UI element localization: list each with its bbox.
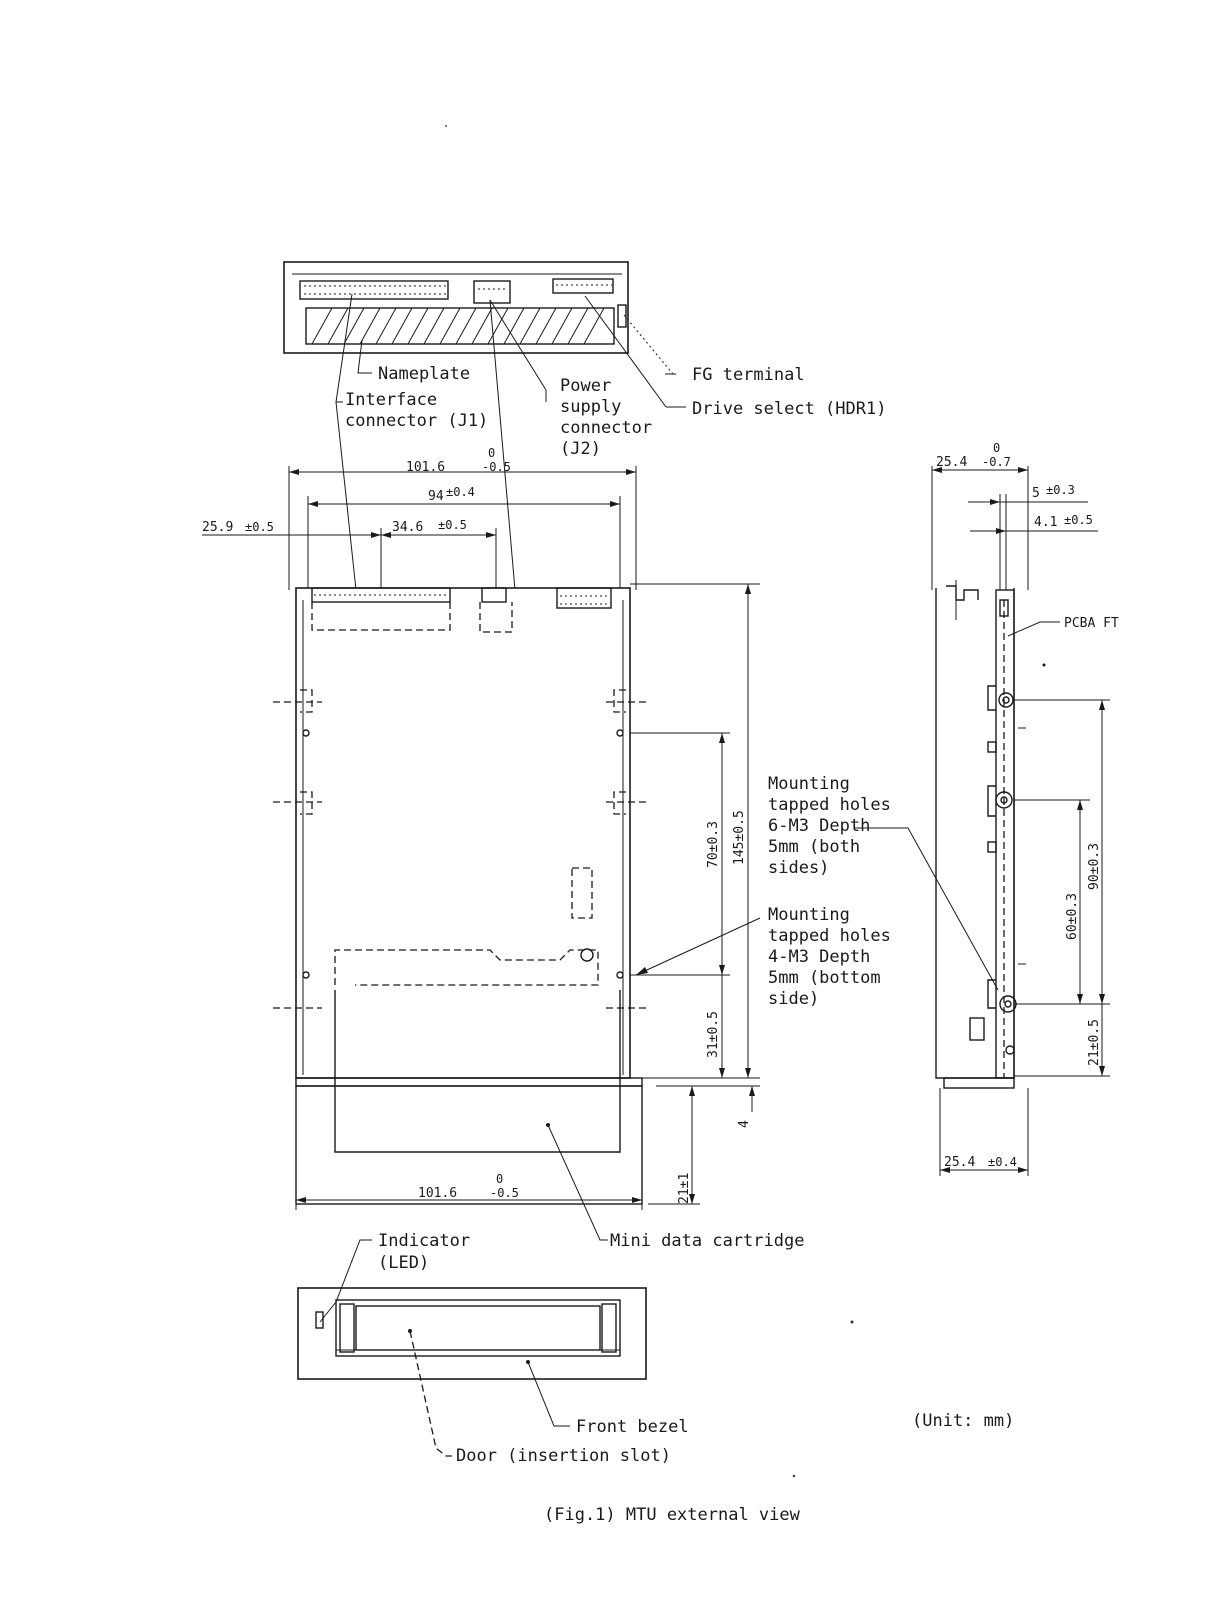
drive-select-label: Drive select (HDR1) [692,399,886,419]
interface-connector-label-line1: Interface [345,390,437,410]
mount6-label-line3: 6-M3 Depth [768,816,870,836]
dim-side-offset-1: 5 [1032,486,1040,501]
dim-width-bottom: 101.6 [418,1186,457,1201]
power-connector-label-line1: Power [560,376,611,396]
cartridge-label: Mini data cartridge [610,1231,804,1251]
figure-caption: (Fig.1) MTU external view [544,1505,801,1525]
mount4-label-line3: 4-M3 Depth [768,947,870,967]
dim-bezel-depth: 4 [737,1120,752,1128]
dim-width-bottom-tol-upper: 0 [496,1172,503,1186]
dim-side-offset-1-tol: ±0.3 [1046,483,1075,497]
dim-width-bottom-tol-lower: -0.5 [490,1186,519,1200]
dim-hole-spacing-top: 70±0.3 [706,821,721,868]
front-view-leaders [319,1239,570,1457]
dim-connector-spacing-tol: ±0.5 [438,518,467,532]
mount4-label-line2: tapped holes [768,926,891,946]
rear-view [283,261,629,354]
dim-side-height-bottom: 25.4 [944,1155,975,1170]
door-label: Door (insertion slot) [456,1446,671,1466]
power-connector-label-line2: supply [560,397,621,417]
indicator-label-line1: Indicator [378,1231,470,1251]
dim-width-top: 101.6 [406,460,445,475]
mount6-label-line1: Mounting [768,774,850,794]
cartridge-leader [547,1124,608,1241]
front-bezel-label: Front bezel [576,1417,689,1437]
dim-side-hole-21: 21±0.5 [1087,1019,1102,1066]
led-indicator [315,1311,324,1329]
dim-offset-left-tol: ±0.5 [245,520,274,534]
dim-offset-left: 25.9 [202,520,233,535]
side-view [931,466,1110,1176]
dim-side-height-bottom-tol: ±0.4 [988,1155,1017,1169]
front-view [297,1287,647,1380]
dim-side-height-top-tol-upper: 0 [993,441,1000,455]
dim-length-total: 145±0.5 [732,810,747,865]
nameplate-label: Nameplate [378,364,470,384]
pcba-ft-label: PCBA FT [1064,616,1119,631]
dim-inner-width: 94 [428,489,444,504]
dim-side-offset-2-tol: ±0.5 [1064,513,1093,527]
dim-side-hole-60: 60±0.3 [1065,893,1080,940]
interface-connector-label-line2: connector (J1) [345,411,488,431]
fg-terminal-label: FG terminal [692,365,805,385]
mount4-label-line4: 5mm (bottom [768,968,881,988]
mount6-label-line2: tapped holes [768,795,891,815]
dim-side-height-top: 25.4 [936,455,967,470]
dim-width-top-tol-upper: 0 [488,446,495,460]
dim-side-hole-90: 90±0.3 [1087,843,1102,890]
dim-hole-spacing-bottom: 31±0.5 [706,1011,721,1058]
dim-connector-spacing: 34.6 [392,520,423,535]
dim-side-height-top-tol-lower: -0.7 [982,455,1011,469]
dim-inner-width-tol: ±0.4 [446,485,475,499]
rear-view-leaders [335,293,686,591]
mounting-leaders [635,827,999,991]
mount4-label-line1: Mounting [768,905,850,925]
mount4-label-line5: side) [768,989,819,1009]
dim-bezel-extra: 21±1 [677,1173,692,1204]
power-connector-label-line3: connector [560,418,652,438]
indicator-label-line2: (LED) [378,1253,429,1273]
dim-width-top-tol-lower: -0.5 [482,460,511,474]
mount6-label-line4: 5mm (both [768,837,860,857]
plan-view [202,466,760,1210]
unit-label: (Unit: mm) [912,1411,1014,1431]
dim-side-offset-2: 4.1 [1034,515,1057,530]
mount6-label-line5: sides) [768,858,829,878]
power-connector-label-line4: (J2) [560,439,601,459]
